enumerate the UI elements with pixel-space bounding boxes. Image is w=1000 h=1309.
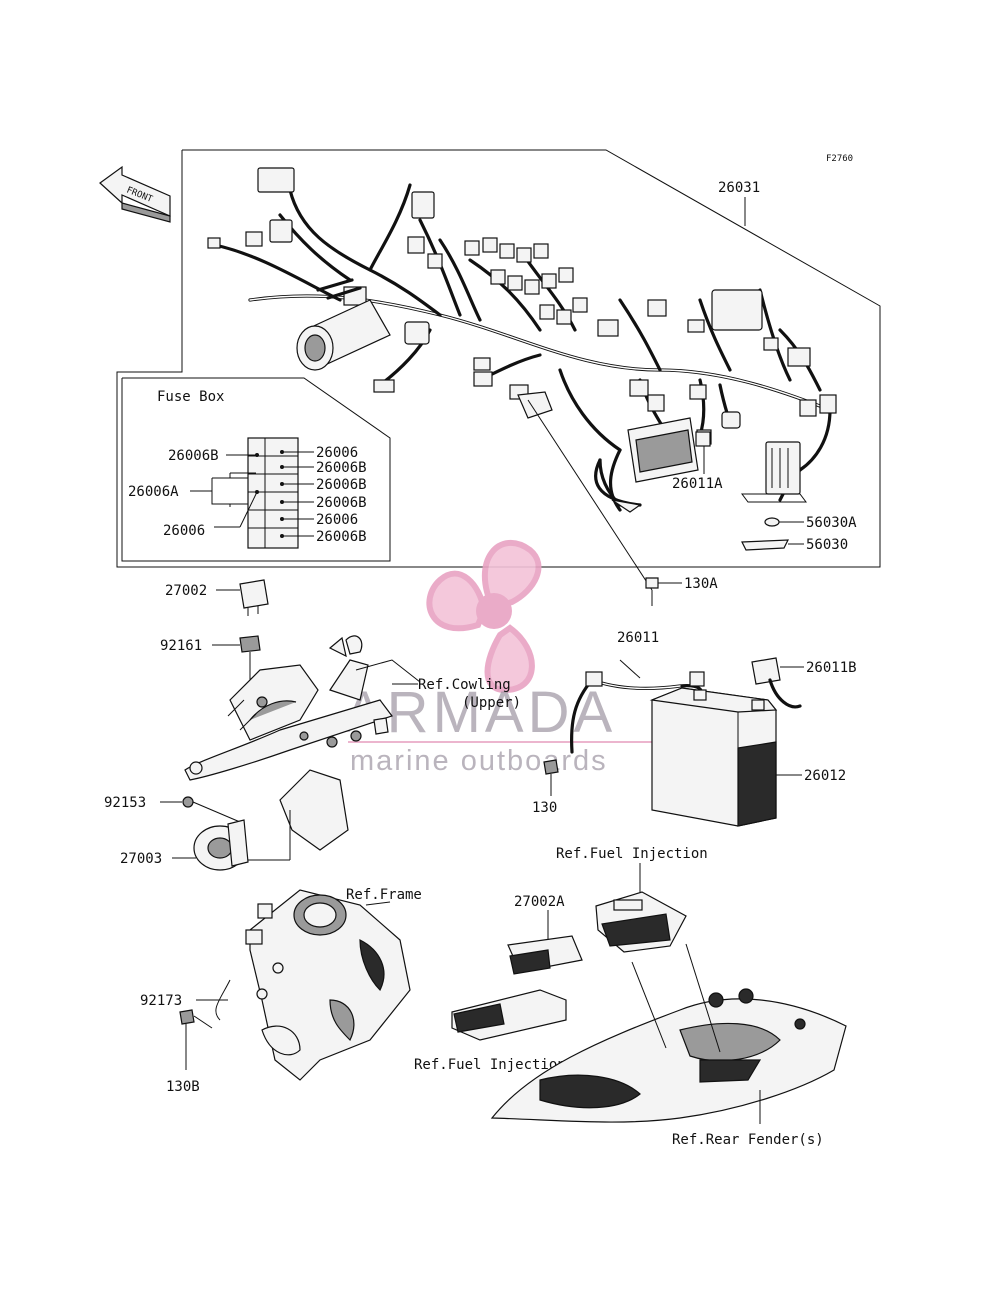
figure-code: F2760 [826,154,853,164]
fuse-box-title: Fuse Box [157,389,224,405]
callout-battery-lead-b: 26011B [806,660,857,676]
clip-part: 92161 [160,635,261,680]
fuse-left-1: 26006B [168,448,219,464]
watermark-tagline: marine outboards [350,745,608,777]
fuse-right-4: 26006B [316,495,367,511]
battery-lead-b-part: 26011B [751,657,857,709]
svg-text:Ref.Cowling: Ref.Cowling [418,677,511,693]
callout-battery: 26012 [804,768,846,784]
fuse-right-6: 26006B [316,529,367,545]
svg-text:130A: 130A [684,576,718,592]
callout-relay-a: 27002A [514,894,565,910]
ecu-lower-part: Ref.Fuel Injection [414,989,567,1073]
svg-text:Ref.Fuel Injection: Ref.Fuel Injection [556,846,708,862]
callout-pad: 56030 [741,537,848,553]
fuse-right-3: 26006B [316,477,367,493]
callout-relay: 27002 [165,583,207,599]
svg-text:56030A: 56030A [806,515,857,531]
callout-pad-a: 56030A [764,515,857,531]
rear-fender-part: Ref.Rear Fender(s) [490,943,847,1148]
fuse-right-2: 26006B [316,460,367,476]
watermark-logo: ARMADA marine outboards [344,540,652,777]
fuse-right-5: 26006 [316,512,358,528]
callout-harness: 26031 [718,180,760,226]
band-part: 92173 [140,979,231,1021]
svg-text:26011A: 26011A [672,476,723,492]
callout-bolt-a: 130A [527,399,718,606]
relay-a-part: 27002A [507,894,583,975]
propeller-icon [426,540,542,694]
callout-clip: 92161 [160,638,202,654]
callout-bolt: 130 [532,800,557,816]
bolt-b-part: 130B [166,1009,213,1095]
callout-connector-a: 26011A [672,446,723,492]
callout-bolt-b: 130B [166,1079,200,1095]
fuse-box-panel: Fuse Box 26006 26006B 26006B 26006B 260 [121,377,391,562]
callout-band: 92173 [140,993,182,1009]
ecu-bracket-part [595,891,687,953]
horn-part: 27003 [120,819,249,871]
callout-ref-fuel-bottom: Ref.Fuel Injection [414,1057,566,1073]
battery-part: 26012 [649,687,846,827]
frame-part: Ref.Frame [245,887,422,1081]
callout-nut: 92153 [104,795,146,811]
nut-part: 92153 [104,795,241,823]
wire-harness-illustration [207,167,837,513]
front-arrow-icon: FRONT [99,165,171,223]
svg-text:26031: 26031 [718,180,760,196]
bolt-part: 130 [532,759,559,816]
callout-ref-frame: Ref.Frame [346,887,422,903]
svg-text:(Upper): (Upper) [462,695,521,711]
callout-battery-lead: 26011 [617,630,659,646]
callout-ref-fender: Ref.Rear Fender(s) [672,1132,824,1148]
ref-fuel-top: Ref.Fuel Injection [556,846,708,895]
relay-part: 27002 [165,579,269,616]
svg-text:56030: 56030 [806,537,848,553]
fuse-left-2: 26006A [128,484,179,500]
fuse-right-1: 26006 [316,445,358,461]
callout-ref-cowling: Ref.Cowling (Upper) [392,677,521,711]
fuse-left-3: 26006 [163,523,205,539]
callout-horn: 27003 [120,851,162,867]
